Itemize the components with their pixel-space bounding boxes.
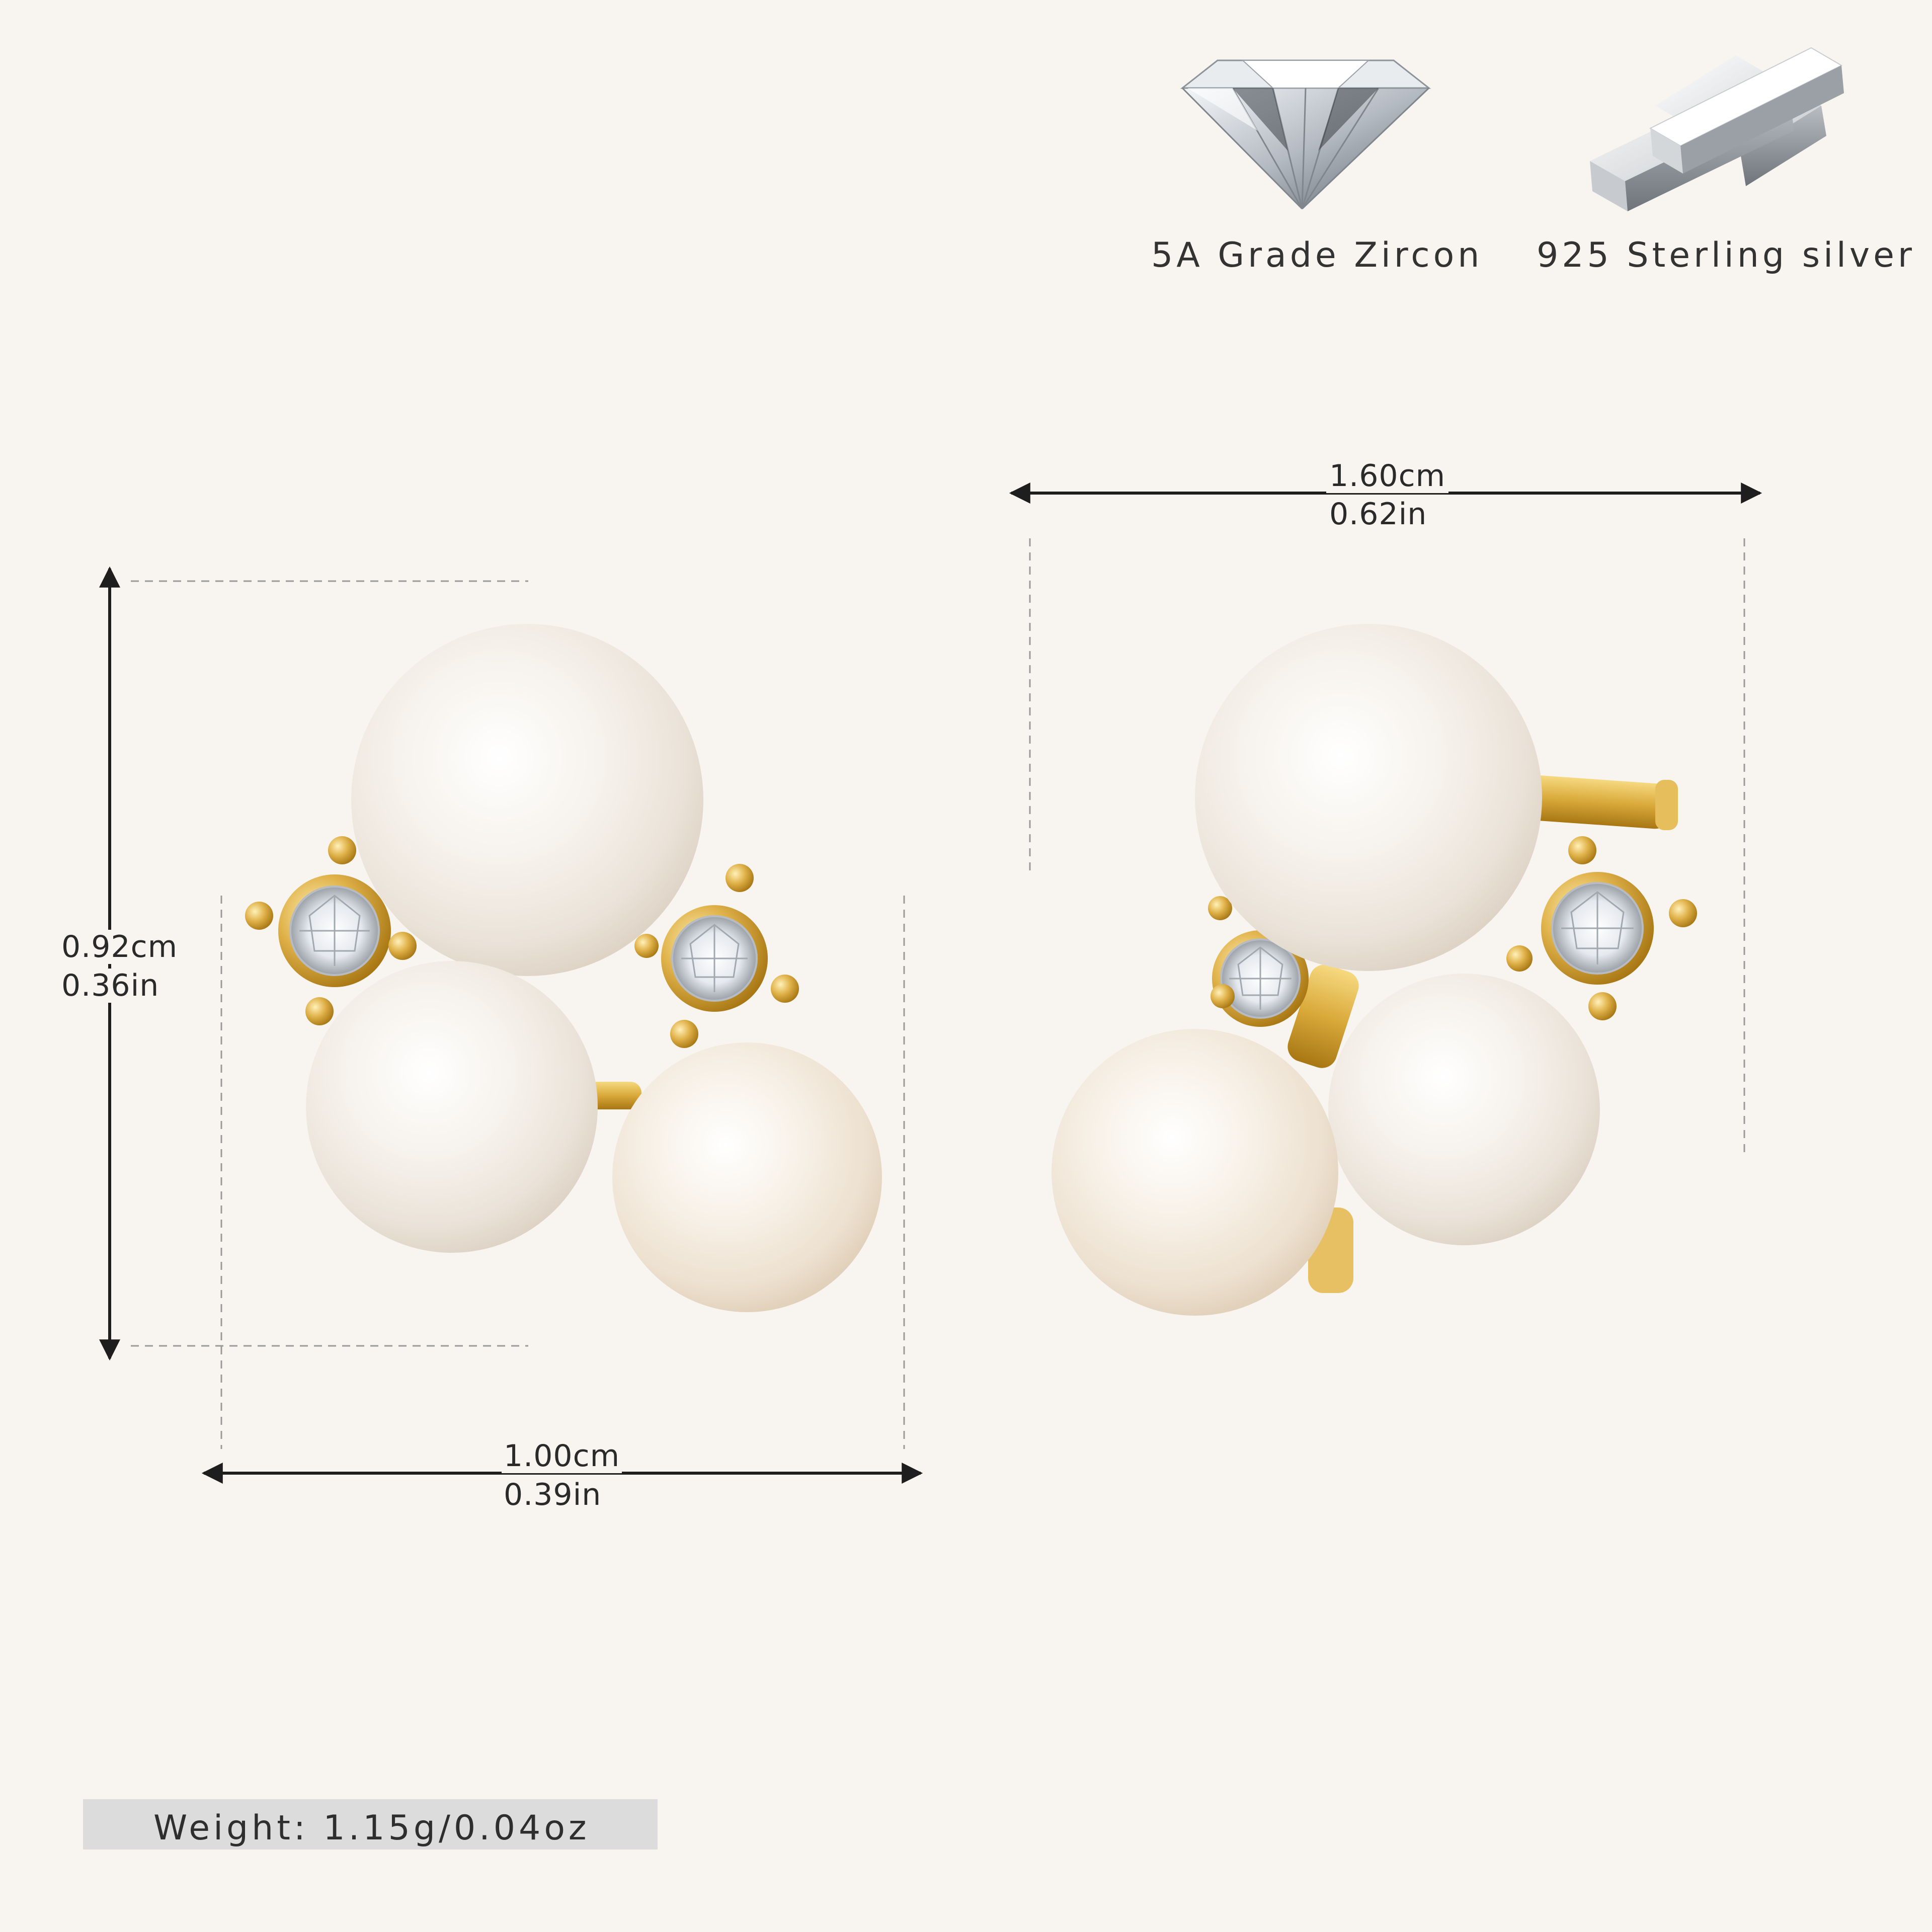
height-cm-label: 0.92cm [61,929,178,964]
pearl-medium [306,961,598,1253]
feature-label-silver: 925 Sterling silver [1537,235,1915,275]
feature-label-zircon: 5A Grade Zircon [1151,235,1483,275]
side-width-cm-label: 1.60cm [1326,459,1449,493]
pearl-large-side [1195,624,1542,971]
height-in-label: 0.36in [61,968,159,1003]
side-earring [1052,624,1697,1316]
pearl-large [351,624,703,976]
zircon-gem-icon [1180,59,1431,210]
weight-badge: Weight: 1.15g/0.04oz [83,1799,658,1849]
width-in-label: 0.39in [502,1478,604,1512]
side-width-in-label: 0.62in [1326,497,1430,531]
silver-bars-icon [1590,47,1844,211]
weight-label: Weight: 1.15g/0.04oz [153,1808,590,1848]
width-cm-label: 1.00cm [502,1439,622,1473]
pearl-right-side [1328,974,1600,1245]
pearl-small [612,1042,882,1312]
front-earring [245,624,882,1312]
pearl-left-side [1052,1029,1338,1316]
